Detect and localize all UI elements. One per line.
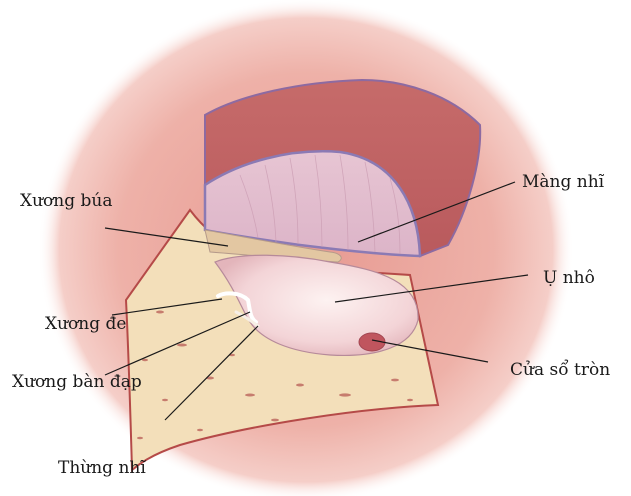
label-round-window: Cửa sổ tròn [510,362,610,379]
label-promontory: Ụ nhô [543,270,595,287]
label-stapes: Xương bàn đạp [12,374,142,391]
label-tympanic-membrane: Màng nhĩ [522,174,604,191]
label-tympanic-cavity: Thừng nhĩ [58,460,146,477]
label-incus: Xương đe [45,316,126,333]
label-malleus: Xương búa [20,193,113,210]
